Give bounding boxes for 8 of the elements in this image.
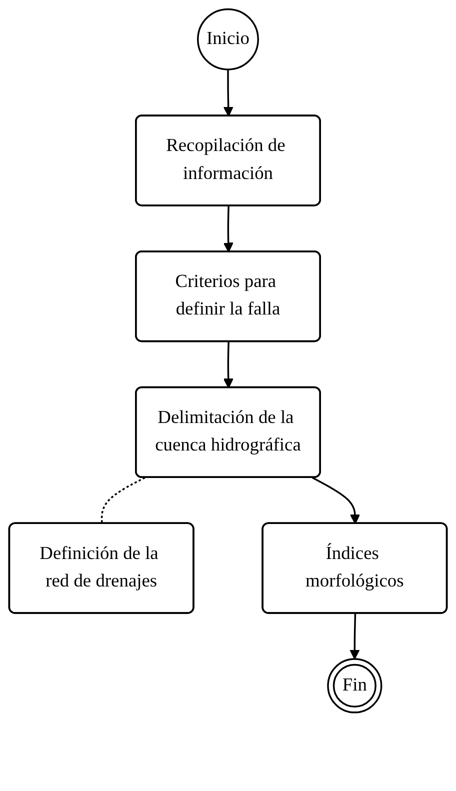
arrow bbox=[223, 342, 234, 388]
arrow bbox=[223, 206, 234, 252]
arrow bbox=[223, 69, 234, 117]
connector bbox=[100, 476, 146, 524]
node-circle: Inicio bbox=[197, 8, 259, 70]
arrow bbox=[312, 476, 360, 524]
arrow bbox=[350, 614, 360, 660]
node-circle: Fin bbox=[327, 658, 382, 714]
